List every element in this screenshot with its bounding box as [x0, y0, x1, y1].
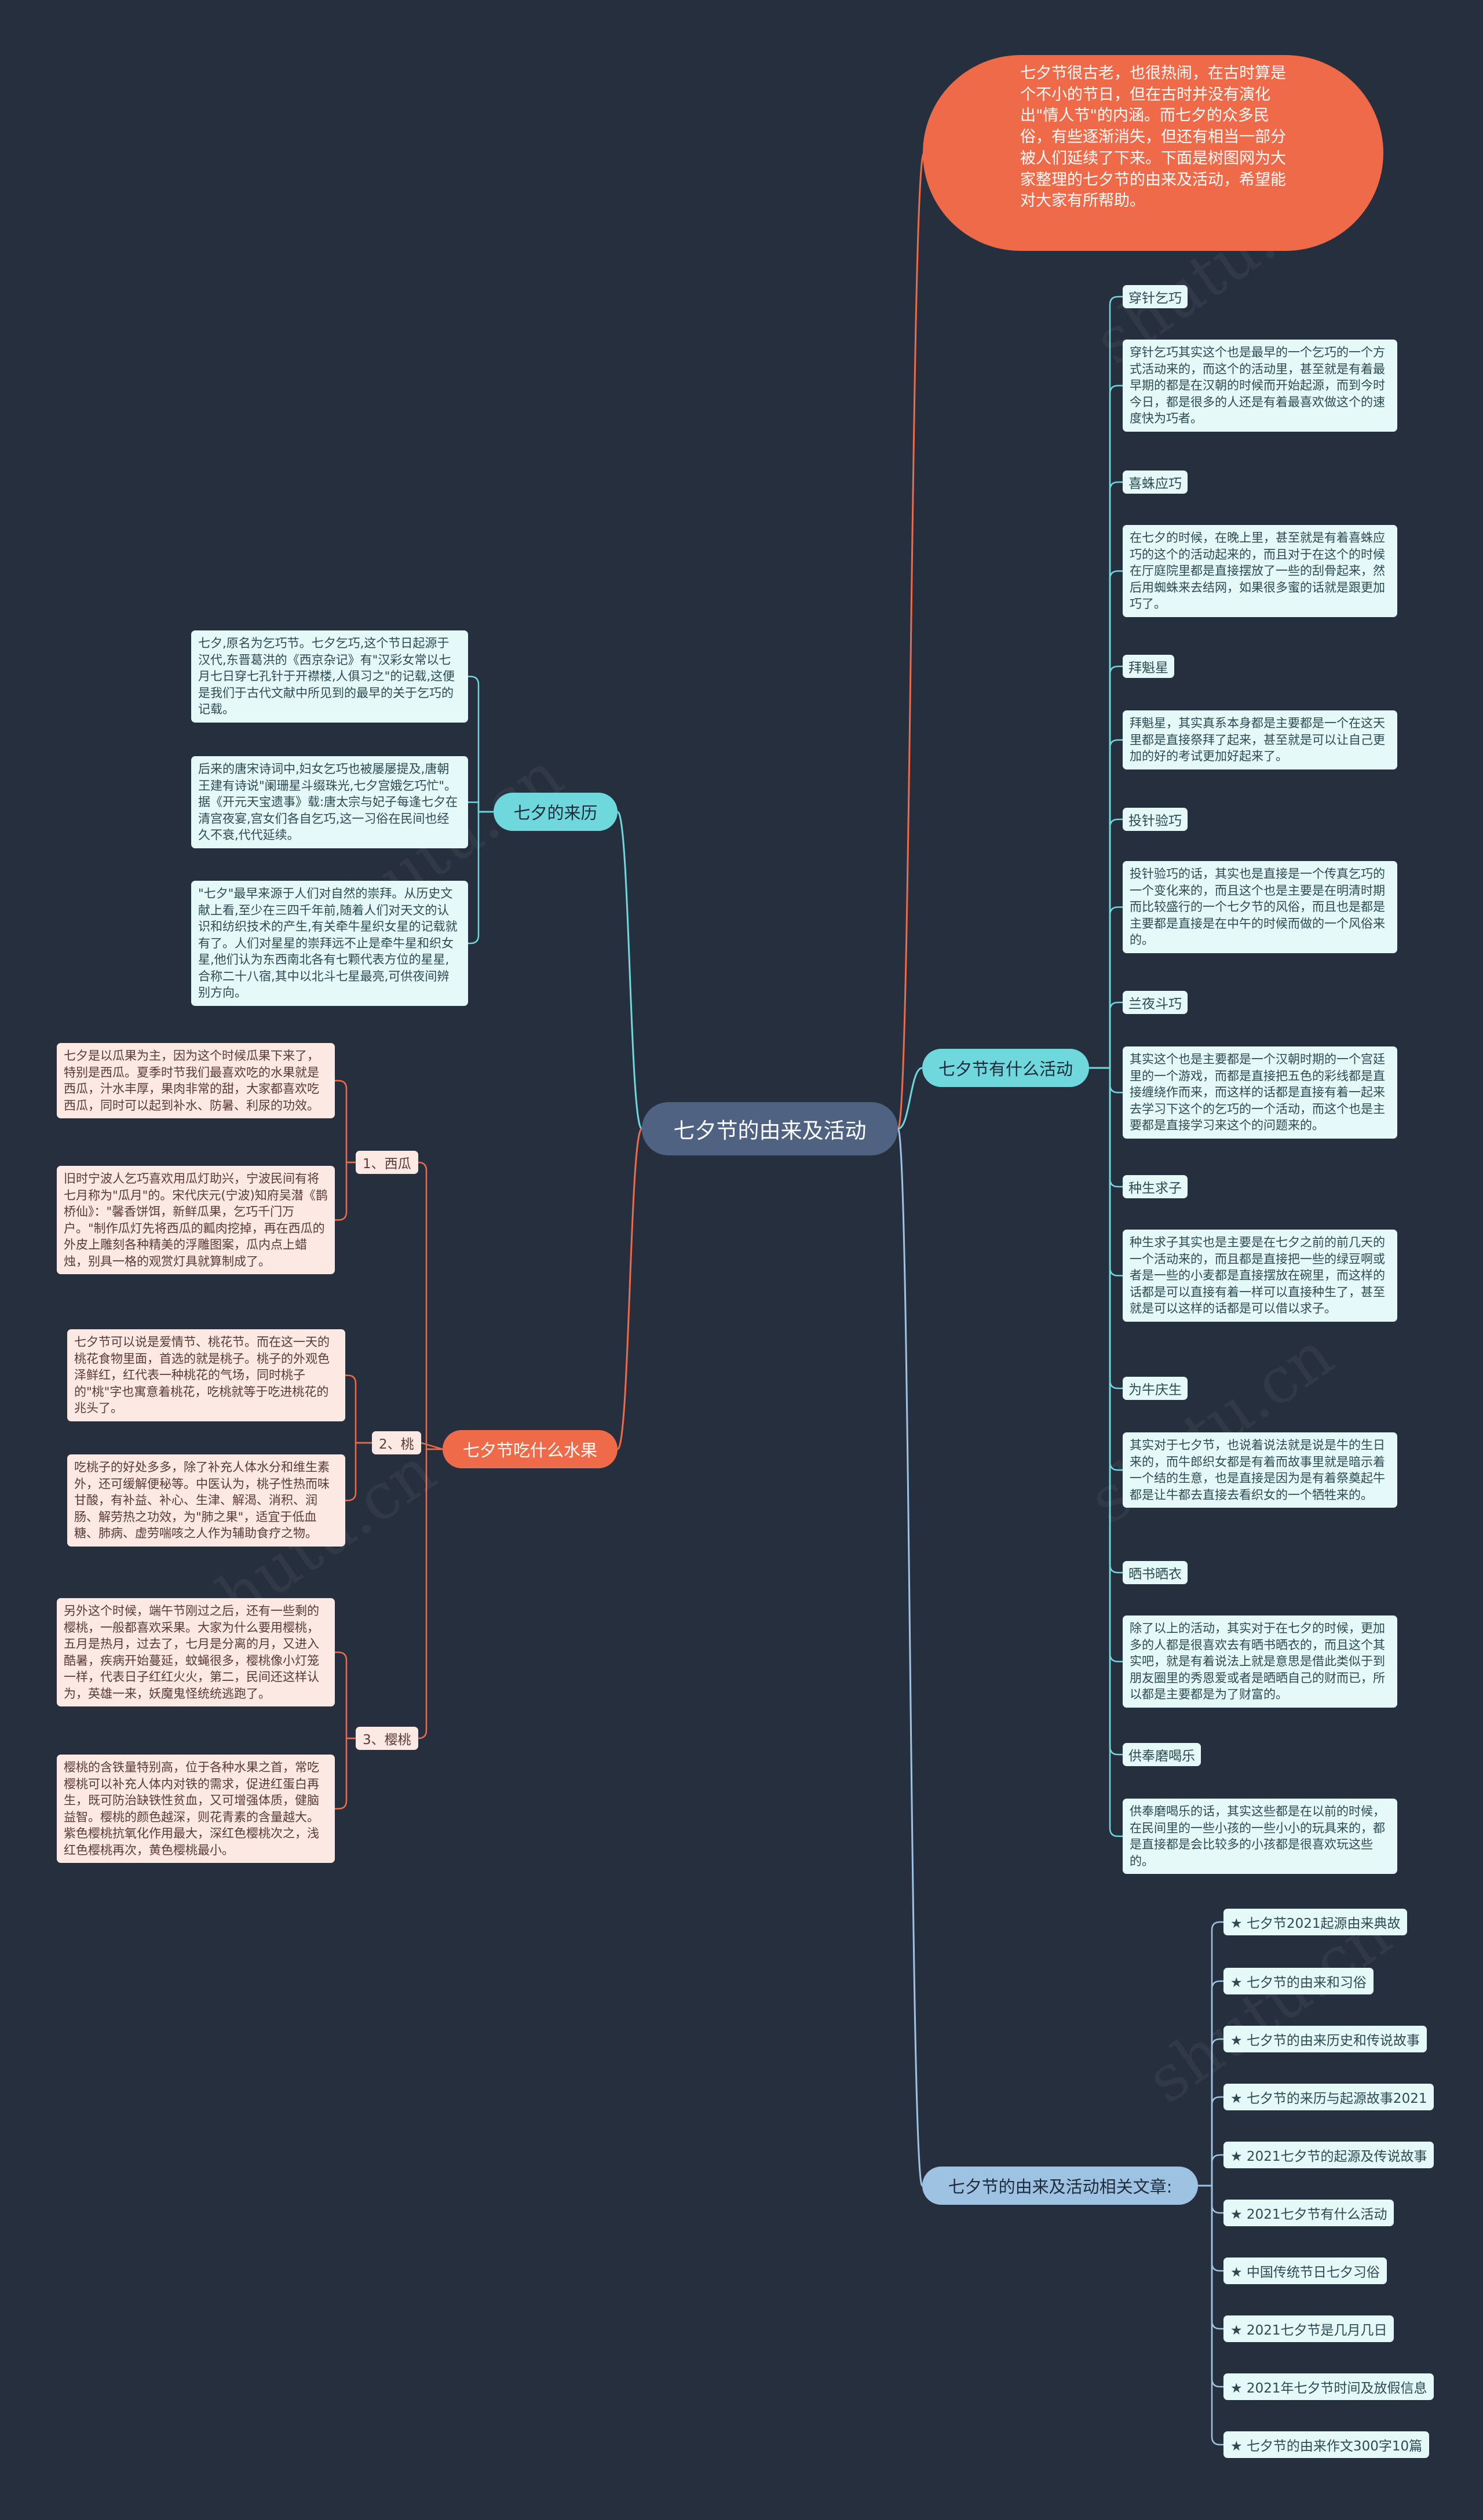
edge-article-item	[1198, 2185, 1223, 2446]
edge-root-activities	[897, 1067, 923, 1130]
edge-fruit-desc	[335, 1161, 356, 1221]
activity-title[interactable]: 穿针乞巧	[1123, 285, 1188, 308]
origin-item[interactable]: 七夕,原名为乞巧节。七夕乞巧,这个节日起源于汉代,东晋葛洪的《西京杂记》有"汉彩…	[191, 630, 468, 723]
edge-activity-item	[1089, 739, 1123, 1069]
related-article-link[interactable]: ★ 七夕节的来历与起源故事2021	[1223, 2084, 1434, 2110]
activity-desc[interactable]: 其实这个也是主要都是一个汉朝时期的一个宫廷里的一个游戏，而都是直接把五色的彩线都…	[1123, 1046, 1397, 1139]
edge-activity-item	[1089, 1067, 1123, 1662]
edge-root-intro	[897, 152, 925, 1130]
root-topic[interactable]: 七夕节的由来及活动	[642, 1102, 898, 1155]
edge-activity-item	[1089, 818, 1123, 1069]
edge-article-item	[1198, 1980, 1223, 2187]
edge-activity-item	[1089, 1067, 1123, 1093]
related-article-link[interactable]: ★ 2021年七夕节时间及放假信息	[1223, 2373, 1434, 2400]
edge-origin-item	[468, 676, 494, 813]
intro-bubble[interactable]: 七夕节很古老，也很热闹，在古时算是个不小的节日，但在古时并没有演化出"情人节"的…	[923, 55, 1383, 251]
edge-activity-item	[1089, 1067, 1123, 1837]
edge-article-item	[1198, 2185, 1223, 2272]
edge-activity-item	[1089, 385, 1123, 1069]
edge-fruit-desc	[335, 1651, 356, 1739]
fruit-desc[interactable]: 樱桃的含铁量特别高，位于各种水果之首，常吃樱桃可以补充人体内对铁的需求，促进红蛋…	[57, 1755, 335, 1863]
edge-origin-item	[468, 801, 494, 813]
related-article-link[interactable]: ★ 2021七夕节有什么活动	[1223, 2200, 1394, 2226]
activity-title[interactable]: 供奉磨喝乐	[1123, 1743, 1201, 1766]
related-article-link[interactable]: ★ 七夕节的由来历史和传说故事	[1223, 2026, 1427, 2052]
branch-activities[interactable]: 七夕节有什么活动	[922, 1049, 1089, 1087]
edge-root-origin	[616, 811, 643, 1130]
activity-desc[interactable]: 拜魁星，其实真系本身都是主要都是一个在这天里都是直接祭拜了起来，甚至就是可以让自…	[1123, 710, 1397, 770]
activity-desc[interactable]: 穿针乞巧其实这个也是最早的一个乞巧的一个方式活动来的，而这个的活动里，甚至就是有…	[1123, 340, 1397, 432]
edge-activity-item	[1089, 570, 1123, 1069]
fruit-desc[interactable]: 七夕是以瓜果为主，因为这个时候瓜果下来了，特别是西瓜。夏季时节我们最喜欢吃的水果…	[57, 1043, 335, 1119]
edge-article-item	[1198, 2096, 1223, 2187]
activity-title[interactable]: 兰夜斗巧	[1123, 991, 1188, 1014]
edge-article-item	[1198, 2038, 1223, 2187]
edge-activity-item	[1089, 665, 1123, 1069]
activity-title[interactable]: 拜魁星	[1123, 655, 1174, 678]
edge-article-item	[1198, 2154, 1223, 2187]
related-article-link[interactable]: ★ 中国传统节日七夕习俗	[1223, 2258, 1387, 2284]
fruit-label[interactable]: 3、樱桃	[356, 1727, 418, 1750]
activity-desc[interactable]: 其实对于七夕节，也说着说法就是说是牛的生日来的，而牛郎织女都是有着而故事里就是暗…	[1123, 1432, 1397, 1508]
related-article-link[interactable]: ★ 2021七夕节的起源及传说故事	[1223, 2142, 1434, 2168]
branch-origin[interactable]: 七夕的来历	[494, 793, 618, 831]
fruit-desc[interactable]: 旧时宁波人乞巧喜欢用瓜灯助兴，宁波民间有将七月称为"瓜月"的。宋代庆元(宁波)知…	[57, 1166, 335, 1275]
edge-fruit-label	[418, 1448, 443, 1739]
edge-activity-item	[1089, 906, 1123, 1069]
edge-activity-item	[1089, 1067, 1123, 1574]
edge-activity-item	[1089, 1001, 1123, 1069]
edge-activity-item	[1089, 1067, 1123, 1471]
related-article-link[interactable]: ★ 七夕节的由来作文300字10篇	[1223, 2431, 1430, 2458]
edge-activity-item	[1089, 296, 1123, 1069]
related-article-link[interactable]: ★ 七夕节的由来和习俗	[1223, 1968, 1374, 1994]
edge-activity-item	[1089, 1067, 1123, 1756]
edge-article-item	[1198, 2185, 1223, 2330]
edge-fruit-desc	[345, 1442, 372, 1501]
related-article-link[interactable]: ★ 2021七夕节是几月几日	[1223, 2315, 1394, 2342]
edge-origin-item	[468, 811, 494, 944]
origin-item[interactable]: 后来的唐宋诗词中,妇女乞巧也被屡屡提及,唐朝王建有诗说"阑珊星斗缀珠光,七夕宫娥…	[191, 756, 468, 848]
edge-article-item	[1198, 2185, 1223, 2388]
fruit-desc[interactable]: 另外这个时候，端午节刚过之后，还有一些剩的樱桃，一般都喜欢采果。大家为什么要用樱…	[57, 1598, 335, 1707]
edge-fruit-desc	[335, 1737, 356, 1810]
branch-related-articles[interactable]: 七夕节的由来及活动相关文章:	[922, 2167, 1198, 2205]
fruit-label[interactable]: 2、桃	[372, 1431, 421, 1454]
edge-activity-item	[1089, 481, 1123, 1069]
activity-desc[interactable]: 种生求子其实也是主要是在七夕之前的前几天的一个活动来的，而且都是直接把一些的绿豆…	[1123, 1230, 1397, 1322]
activity-title[interactable]: 为牛庆生	[1123, 1377, 1188, 1400]
edge-root-fruits	[616, 1128, 643, 1450]
fruit-desc[interactable]: 七夕节可以说是爱情节、桃花节。而在这一天的桃花食物里面，首选的就是桃子。桃子的外…	[67, 1329, 345, 1421]
activity-desc[interactable]: 除了以上的活动，其实对于在七夕的时候，更加多的人都是很喜欢去有晒书晒衣的，而且这…	[1123, 1615, 1397, 1708]
edge-activity-item	[1089, 1067, 1123, 1277]
activity-desc[interactable]: 投针验巧的话，其实也是直接是一个传真乞巧的一个变化来的，而且这个也是主要是在明清…	[1123, 861, 1397, 953]
origin-item[interactable]: "七夕"最早来源于人们对自然的崇拜。从历史文献上看,至少在三四千年前,随着人们对…	[191, 881, 468, 1006]
branch-fruits[interactable]: 七夕节吃什么水果	[443, 1430, 618, 1468]
edge-article-item	[1198, 2185, 1223, 2214]
edge-activity-item	[1089, 1067, 1123, 1188]
edge-fruit-desc	[335, 1080, 356, 1164]
edge-fruit-label	[421, 1442, 443, 1450]
edge-fruit-label	[418, 1161, 443, 1450]
activity-title[interactable]: 投针验巧	[1123, 808, 1188, 831]
related-article-link[interactable]: ★ 七夕节2021起源由来典故	[1223, 1909, 1408, 1935]
activity-title[interactable]: 喜蛛应巧	[1123, 471, 1188, 494]
activity-title[interactable]: 种生求子	[1123, 1175, 1188, 1198]
edge-activity-item	[1089, 1067, 1123, 1390]
fruit-desc[interactable]: 吃桃子的好处多多，除了补充人体水分和维生素外，还可缓解便秘等。中医认为，桃子性热…	[67, 1454, 345, 1547]
fruit-label[interactable]: 1、西瓜	[356, 1151, 418, 1174]
edge-article-item	[1198, 1921, 1223, 2187]
activity-title[interactable]: 晒书晒衣	[1123, 1561, 1188, 1584]
edge-root-articles	[897, 1128, 923, 2187]
activity-desc[interactable]: 在七夕的时候，在晚上里，甚至就是有着喜蛛应巧的这个的活动起来的，而且对于在这个的…	[1123, 525, 1397, 617]
activity-desc[interactable]: 供奉磨喝乐的话，其实这些都是在以前的时候，在民间里的一些小孩的一些小小的玩具来的…	[1123, 1799, 1397, 1874]
edge-fruit-desc	[345, 1374, 372, 1444]
